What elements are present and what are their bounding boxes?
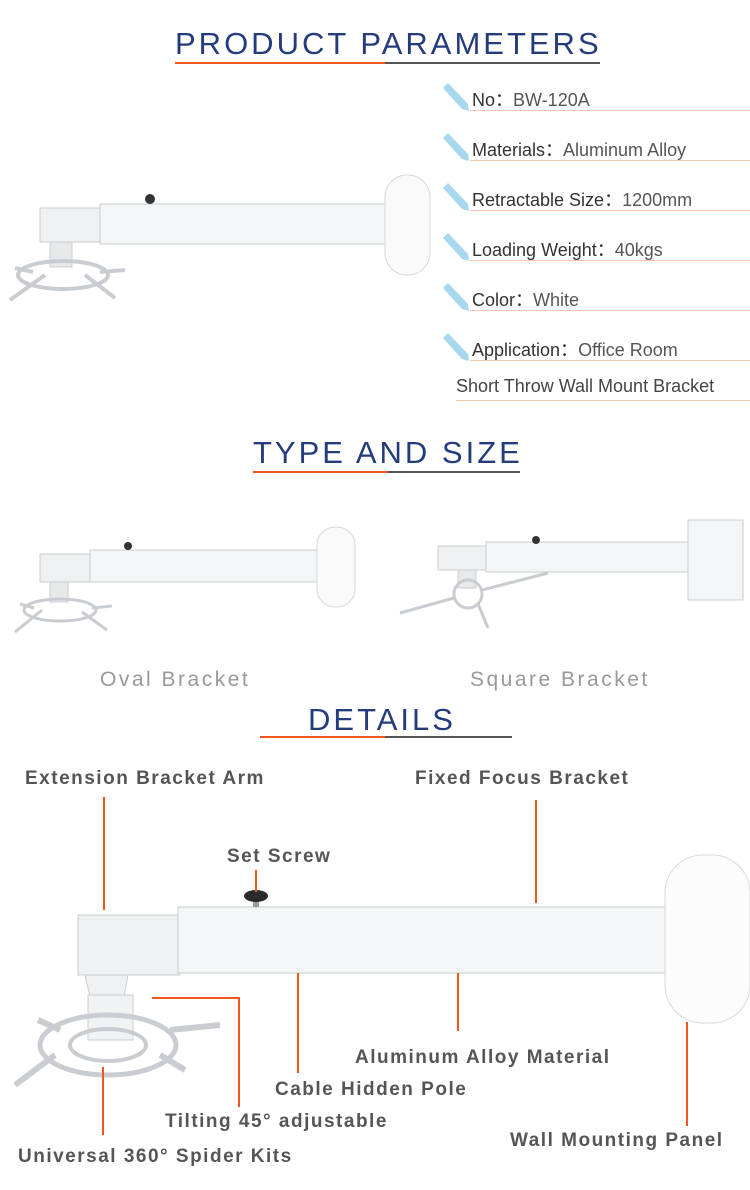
callout-line bbox=[255, 870, 257, 892]
title-underline-accent bbox=[175, 62, 385, 64]
param-value: 1200mm bbox=[622, 190, 693, 210]
section-title-details: DETAILS bbox=[308, 702, 456, 737]
title-underline-accent bbox=[260, 736, 385, 738]
param-label: Retractable Size： bbox=[472, 190, 623, 210]
label-universal-spider-kits: Universal 360° Spider Kits bbox=[18, 1146, 293, 1167]
param-value: White bbox=[533, 290, 580, 310]
product-image-oval-bracket bbox=[8, 174, 431, 302]
param-row-no: No：BW-120A bbox=[440, 83, 750, 114]
param-value: 40kgs bbox=[614, 240, 663, 260]
param-label: Materials： bbox=[472, 140, 564, 160]
title-underline bbox=[388, 471, 520, 473]
param-row-application: Application：Office Room bbox=[440, 333, 750, 364]
title-underline bbox=[385, 62, 600, 64]
callout-line bbox=[457, 973, 459, 1031]
label-set-screw: Set Screw bbox=[227, 846, 332, 867]
param-label: No： bbox=[472, 90, 514, 110]
pencil-icon bbox=[443, 133, 469, 161]
callout-line bbox=[103, 797, 105, 910]
square-bracket-image bbox=[399, 519, 744, 629]
callout-line bbox=[535, 800, 537, 903]
section-title-type-and-size: TYPE AND SIZE bbox=[253, 435, 523, 470]
title-underline-accent bbox=[253, 471, 388, 473]
label-cable-hidden-pole: Cable Hidden Pole bbox=[275, 1079, 468, 1100]
callout-line bbox=[102, 1067, 104, 1135]
param-label: Loading Weight： bbox=[472, 240, 615, 260]
row-divider bbox=[470, 210, 750, 211]
callout-line bbox=[297, 973, 299, 1073]
label-wall-mounting-panel: Wall Mounting Panel bbox=[510, 1130, 724, 1151]
row-divider bbox=[470, 360, 750, 361]
label-fixed-focus-bracket: Fixed Focus Bracket bbox=[415, 768, 630, 789]
pencil-icon bbox=[443, 333, 469, 361]
param-value: Office Room bbox=[578, 340, 678, 360]
param-label: Color： bbox=[472, 290, 534, 310]
oval-bracket-image bbox=[14, 526, 356, 634]
row-divider bbox=[470, 160, 750, 161]
callout-line bbox=[152, 997, 240, 999]
row-divider bbox=[456, 400, 750, 401]
pencil-icon bbox=[443, 183, 469, 211]
callout-line bbox=[686, 1022, 688, 1126]
param-value: Aluminum Alloy bbox=[563, 140, 687, 160]
section-title-product-parameters: PRODUCT PARAMETERS bbox=[175, 26, 602, 61]
param-row-retractable-size: Retractable Size：1200mm bbox=[440, 183, 750, 214]
label-aluminum-alloy-material: Aluminum Alloy Material bbox=[355, 1047, 611, 1068]
callout-line bbox=[238, 997, 240, 1107]
type-caption-square: Square Bracket bbox=[470, 668, 650, 691]
label-extension-bracket-arm: Extension Bracket Arm bbox=[25, 768, 265, 789]
row-divider bbox=[470, 310, 750, 311]
pencil-icon bbox=[443, 283, 469, 311]
pencil-icon bbox=[443, 83, 469, 111]
param-row-loading-weight: Loading Weight：40kgs bbox=[440, 233, 750, 264]
title-underline bbox=[385, 736, 512, 738]
row-divider bbox=[470, 110, 750, 111]
detail-bracket-image bbox=[13, 854, 750, 1088]
param-row-color: Color：White bbox=[440, 283, 750, 314]
pencil-icon bbox=[443, 233, 469, 261]
type-caption-oval: Oval Bracket bbox=[100, 668, 251, 691]
param-value: BW-120A bbox=[513, 90, 590, 110]
param-row-materials: Materials：Aluminum Alloy bbox=[440, 133, 750, 164]
label-tilting-adjustable: Tilting 45° adjustable bbox=[165, 1111, 388, 1132]
param-label: Application： bbox=[472, 340, 579, 360]
row-divider bbox=[470, 260, 750, 261]
product-name: Short Throw Wall Mount Bracket bbox=[456, 376, 715, 396]
